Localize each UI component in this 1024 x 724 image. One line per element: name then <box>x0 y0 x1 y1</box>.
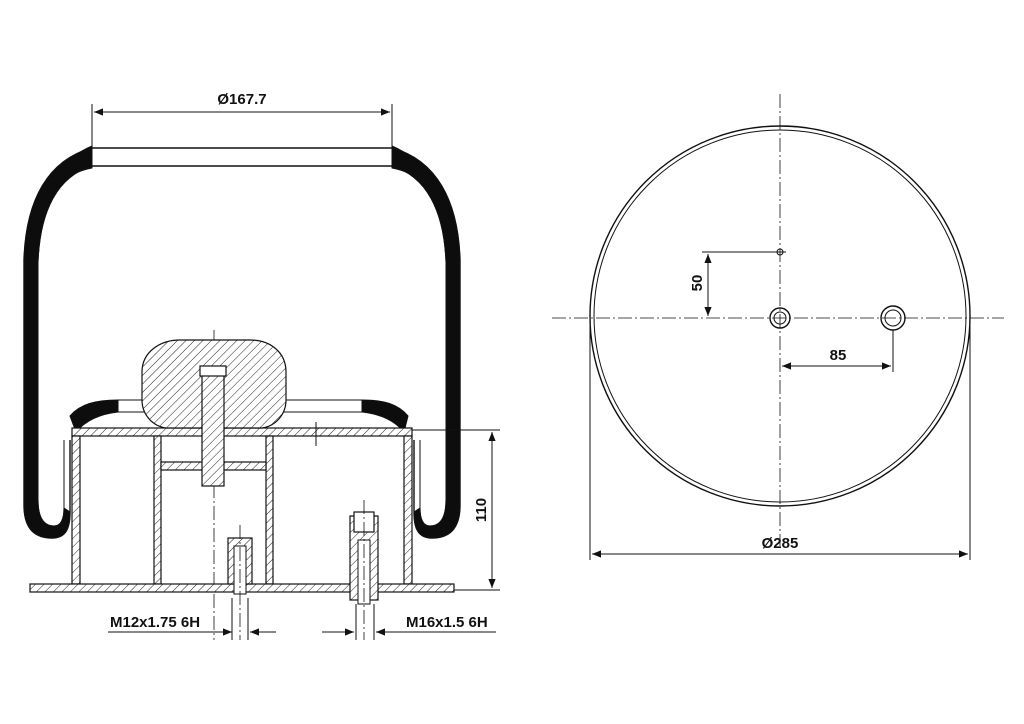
thread-left-label: M12x1.75 6H <box>110 614 200 631</box>
top-view: 50 85 Ø285 <box>552 94 1004 560</box>
center-bolt <box>201 367 225 487</box>
piston-top-plate <box>71 427 413 437</box>
plate-diameter-label: Ø285 <box>762 535 799 552</box>
piston-wall-left <box>71 435 81 585</box>
bellow-wall-left-inner <box>37 165 93 527</box>
center-bolt-head <box>199 365 227 377</box>
dim-thread-right: M16x1.5 6H <box>322 604 496 640</box>
height-label: 110 <box>473 498 490 522</box>
dim-offset-horizontal: 85 <box>782 330 894 372</box>
center-hole-inner <box>773 311 787 325</box>
dim-height: 110 <box>412 429 500 591</box>
dim-offset-vertical: 50 <box>689 251 776 316</box>
dim-top-diameter: Ø167.7 <box>91 91 393 146</box>
bellow-outline <box>92 147 392 167</box>
piston-wall-right <box>403 435 413 585</box>
bellow-rubber-right <box>391 147 461 539</box>
offset-horizontal-label: 85 <box>830 347 847 364</box>
side-section-view: Ø167.7 110 M12x1.75 6H M16x1.5 6H <box>23 91 500 640</box>
offset-vertical-label: 50 <box>689 275 706 292</box>
side-hole-inner <box>884 309 902 327</box>
bellow-wall-right-inner <box>391 165 447 527</box>
bellow-rubber-left <box>23 147 93 539</box>
lower-bead-right <box>361 399 409 434</box>
center-hole-outer <box>769 307 791 329</box>
thread-right-label: M16x1.5 6H <box>406 614 488 631</box>
lower-bead-left <box>69 399 119 433</box>
dim-thread-left: M12x1.75 6H <box>108 598 276 640</box>
dim-plate-diameter: Ø285 <box>589 320 971 560</box>
inner-tube-right <box>265 435 274 585</box>
inner-tube-left <box>153 435 162 585</box>
top-diameter-label: Ø167.7 <box>217 91 266 108</box>
